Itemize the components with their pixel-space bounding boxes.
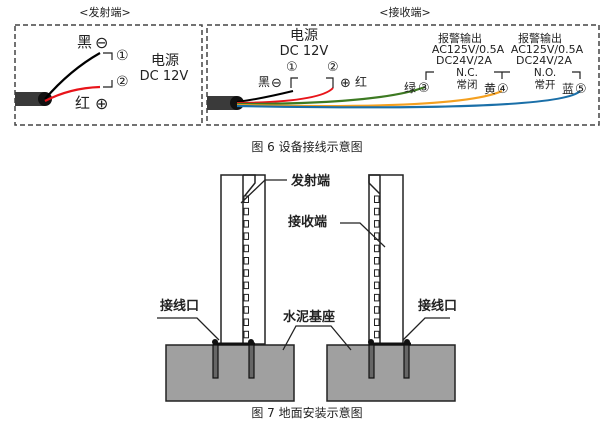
wiring-port-left-label: 接线口 (160, 298, 199, 314)
receiver-wire-black (236, 90, 294, 103)
beam-element (374, 207, 380, 216)
terminal-bracket-2 (103, 80, 113, 88)
wire-label-red: 红 (75, 94, 90, 112)
beam-element (374, 281, 380, 290)
alarm-output-1-contact: N.C. (456, 67, 478, 79)
receiver-wire-label-green: 绿 (404, 80, 416, 95)
terminal-2: ② (116, 74, 129, 90)
wiring-port-right-leader (402, 317, 450, 341)
alarm-output-2-dc: DC24V/2A (516, 54, 572, 67)
alarm-output-1-ac: AC125V/0.5A (432, 43, 505, 56)
transmitter-wire-black (44, 52, 101, 100)
receiver-polarity-plus-icon: ⊕ (340, 76, 351, 91)
receiver-title: <接收端> (379, 5, 430, 19)
receiver-box (206, 24, 600, 126)
figure6-caption: 图 6 设备接线示意图 (251, 139, 362, 154)
receiver-terminal-2: ② (327, 60, 339, 75)
receiver-bracket-1 (290, 77, 298, 88)
receiver-bracket-3 (425, 71, 434, 80)
receiver-label: 接收端 (288, 214, 327, 230)
receiver-terminal-3: ③ (418, 81, 430, 96)
receiver-wire-label-yellow: 黄 (484, 82, 496, 96)
beam-element (243, 244, 249, 253)
terminal-1: ① (116, 48, 129, 64)
receiver-wire-green (236, 85, 426, 106)
receiver-polarity-minus-icon: ⊖ (271, 76, 282, 91)
beam-element (374, 195, 380, 203)
transmitter-label: 发射端 (290, 173, 330, 189)
beam-element (374, 220, 380, 228)
figure7-caption: 图 7 地面安装示意图 (251, 405, 362, 420)
receiver-wire-red (236, 87, 334, 104)
receiver-wire-label-black: 黑 (258, 75, 270, 89)
beam-element (374, 269, 380, 277)
receiver-bracket-4 (494, 71, 510, 79)
beam-element (243, 306, 249, 314)
receiver-wire-blue (236, 90, 581, 109)
beam-element (243, 207, 249, 216)
beam-element (374, 306, 380, 314)
receiver-bracket-5 (572, 71, 581, 79)
beam-element (243, 330, 249, 339)
beam-element (243, 257, 249, 265)
alarm-output-1-contact-cn: 常闭 (457, 78, 478, 91)
wire-label-black: 黑 (77, 33, 92, 51)
wiring-port-left-leader (157, 317, 220, 341)
transmitter-power-voltage: DC 12V (140, 69, 189, 84)
polarity-plus-icon: ⊕ (95, 94, 108, 113)
receiver-cable (207, 96, 237, 110)
terminal-bracket-1 (103, 52, 113, 60)
polarity-minus-icon: ⊖ (95, 33, 108, 52)
receiver-bracket-2 (326, 77, 334, 88)
beam-element (243, 281, 249, 290)
transmitter-wire-red (44, 85, 101, 102)
receiver-wire-label-blue: 蓝 (562, 82, 574, 96)
transmitter-title: <发射端> (79, 5, 130, 19)
beam-element (243, 220, 249, 228)
alarm-output-2-contact-cn: 常开 (535, 78, 556, 91)
beam-element (243, 293, 249, 302)
concrete-base-label: 水泥基座 (283, 309, 335, 325)
beam-element (243, 269, 249, 277)
receiver-terminal-4: ④ (497, 82, 509, 97)
beam-element (243, 318, 249, 326)
alarm-output-2-title: 报警输出 (518, 31, 562, 45)
receiver-power-voltage: DC 12V (280, 44, 329, 59)
transmitter-emitter-array (243, 195, 249, 339)
transmitter-power-label: 电源 (151, 53, 179, 69)
concrete-base-left (165, 344, 295, 402)
receiver-power-label: 电源 (290, 28, 318, 44)
beam-element (374, 318, 380, 326)
transmitter-cable (15, 92, 45, 106)
alarm-output-1-title: 报警输出 (438, 31, 482, 45)
beam-element (374, 257, 380, 265)
alarm-output-2-contact: N.O. (534, 67, 556, 79)
receiver-terminal-5: ⑤ (575, 82, 587, 97)
receiver-sensor-array (374, 195, 380, 339)
concrete-base-right (326, 344, 456, 402)
transmitter-leader (240, 179, 287, 204)
wiring-port-right-label: 接线口 (418, 298, 457, 314)
beam-element (374, 330, 380, 339)
alarm-output-1-dc: DC24V/2A (436, 54, 492, 67)
anchor-bolts (212, 339, 410, 379)
beam-element (374, 244, 380, 253)
beam-element (243, 232, 249, 240)
receiver-leader (340, 222, 386, 248)
beam-element (374, 293, 380, 302)
concrete-base-leader (282, 325, 352, 351)
receiver-wire-label-red: 红 (355, 74, 367, 89)
alarm-output-2-ac: AC125V/0.5A (511, 43, 584, 56)
receiver-terminal-1: ① (286, 60, 298, 75)
transmitter-box (14, 24, 203, 126)
